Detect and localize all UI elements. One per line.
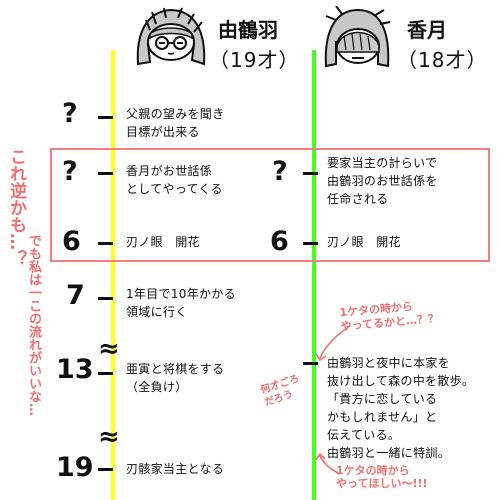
row-2-event: 香月がお世話係 としてやってくる xyxy=(126,164,223,196)
kazuki-row-1-tick xyxy=(303,172,318,175)
row-2-tick xyxy=(98,172,113,175)
yufuba-avatar xyxy=(136,7,206,66)
yufuba-age: （19才） xyxy=(209,48,300,72)
row-1-marker: ? xyxy=(62,98,78,129)
approx-symbol-2: ≈ xyxy=(98,422,120,452)
note-left-vertical-1: これ逆かも…？ xyxy=(6,148,26,267)
kazuki-row-1-marker: ? xyxy=(272,156,288,187)
row-1-event: 父親の望みを聞き 目標が出来る xyxy=(126,107,225,139)
yufuba-timeline-line xyxy=(111,50,115,500)
kazuki-age: （18才） xyxy=(397,48,488,72)
yufuba-name: 由鶴羽 xyxy=(218,18,278,42)
row-4-marker: 7 xyxy=(66,280,85,311)
kazuki-row-1-event: 要家当主の計らいで 由鶴羽のお世話係を 任命される xyxy=(327,156,438,206)
kazuki-row-2-tick xyxy=(303,242,318,245)
highlight-box xyxy=(50,148,490,262)
row-2-marker: ? xyxy=(62,156,78,187)
row-3-event: 刃ノ眼 開花 xyxy=(126,235,200,249)
kazuki-name: 香月 xyxy=(407,18,447,42)
note-arrow-2-icon xyxy=(315,452,341,475)
row-4-tick xyxy=(98,297,113,300)
row-6-event: 刃骸家当主となる xyxy=(126,462,225,476)
kazuki-row-2-event: 刃ノ眼 開花 xyxy=(327,235,401,249)
row-3-marker: 6 xyxy=(62,226,81,257)
note-bottom-right: 1ケタの時から やってほしい〜!!! xyxy=(336,464,428,490)
row-5-event: 亜寅と将棋をする （全負け） xyxy=(126,362,225,394)
kazuki-row-2-marker: 6 xyxy=(270,226,289,257)
row-4-event: 1年目で10年かかる 領域に行く xyxy=(126,287,236,319)
row-6-tick xyxy=(98,468,113,471)
row-5-tick xyxy=(98,372,113,375)
row-6-marker: 19 xyxy=(56,452,94,483)
note-top-right: 1ケタの時から やってるかと…？？ xyxy=(338,299,440,334)
kazuki-row-3-event: 由鶴羽と夜中に本家を 抜け出して森の中を散歩。 「貴方に恋している かもしれませ… xyxy=(327,356,475,460)
row-3-tick xyxy=(98,242,113,245)
note-left-vertical-2: でも私は一この流れがいいな… xyxy=(26,234,41,416)
row-5-marker: 13 xyxy=(56,354,94,385)
note-arrow-icon xyxy=(315,325,351,362)
kazuki-avatar xyxy=(324,6,391,68)
kazuki-row-3-tick xyxy=(303,362,318,365)
kazuki-timeline-line xyxy=(312,50,316,500)
row-1-tick xyxy=(98,116,113,119)
approx-symbol-1: ≈ xyxy=(98,334,120,364)
note-middle-tilted: 何才ごろ だろう xyxy=(259,373,301,409)
